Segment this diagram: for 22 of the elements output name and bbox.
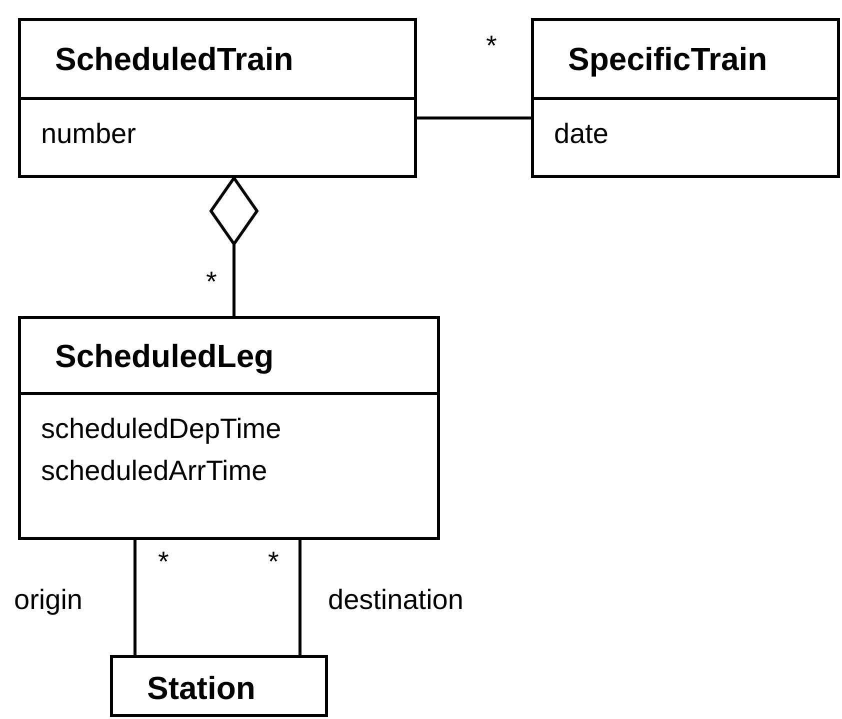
class-name: ScheduledTrain: [55, 43, 294, 75]
class-name: ScheduledLeg: [55, 340, 274, 372]
class-name: SpecificTrain: [568, 43, 768, 75]
attribute-text: number: [41, 120, 137, 148]
multiplicity-label: *: [486, 32, 497, 60]
association-line: [298, 540, 302, 655]
association-line: [417, 116, 531, 120]
class-name: Station: [147, 672, 256, 704]
role-name: origin: [14, 586, 82, 614]
attribute-text: date: [554, 120, 610, 148]
class-box: [531, 18, 840, 178]
multiplicity-label: *: [158, 548, 169, 576]
attribute-text: scheduledArrTime: [41, 457, 268, 485]
aggregation-line: [210, 176, 258, 316]
multiplicity-label: *: [268, 548, 279, 576]
class-box: [18, 316, 440, 540]
association-line: [134, 540, 136, 655]
role-name: destination: [328, 586, 464, 614]
class-box: [110, 655, 328, 717]
class-box: [18, 18, 417, 178]
multiplicity-label: *: [206, 268, 217, 296]
attribute-text: scheduledDepTime: [41, 415, 282, 443]
